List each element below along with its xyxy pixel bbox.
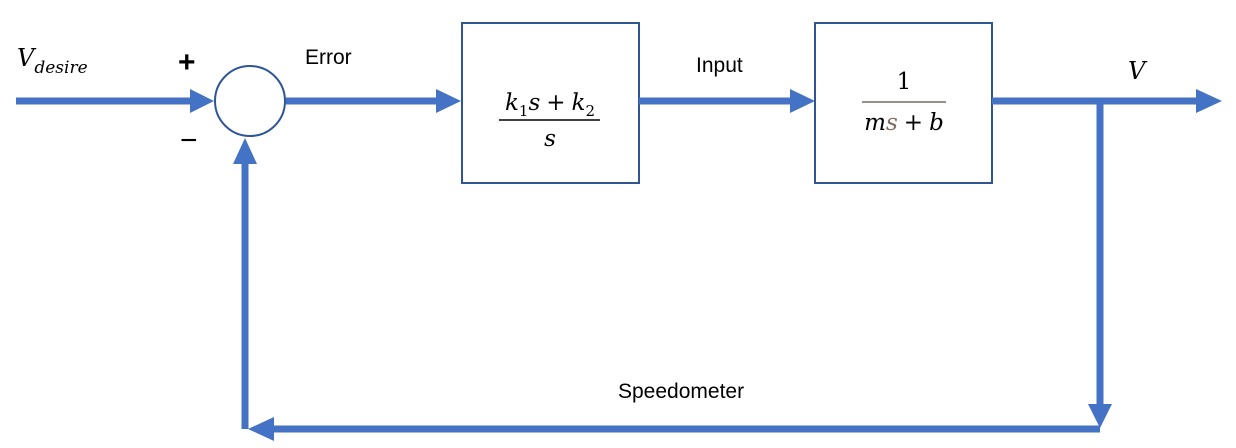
feedback-label: Speedometer xyxy=(618,380,744,403)
feedback-down-arrowhead xyxy=(1088,404,1112,428)
output-label: V xyxy=(1128,57,1148,85)
plant-numerator: 1 xyxy=(897,69,912,95)
input-signal-label: Vdesire xyxy=(17,44,88,78)
error-label: Error xyxy=(305,46,352,69)
input-label: Input xyxy=(696,54,743,77)
input-arrowhead xyxy=(190,89,214,113)
minus-sign: − xyxy=(180,124,198,157)
output-arrowhead xyxy=(1196,89,1222,113)
controller-block xyxy=(461,22,640,184)
plus-sign: + xyxy=(178,46,196,79)
plant-block xyxy=(814,22,993,184)
controller-denominator: s xyxy=(544,126,556,152)
error-arrowhead xyxy=(436,89,461,113)
summing-junction xyxy=(214,65,286,137)
plant-denominator: ms+b xyxy=(864,110,944,136)
control-input-arrowhead xyxy=(790,89,815,113)
feedback-up-arrowhead xyxy=(233,138,257,164)
controller-numerator: k1s+k2 xyxy=(505,90,595,120)
feedback-left-arrowhead xyxy=(248,417,274,441)
